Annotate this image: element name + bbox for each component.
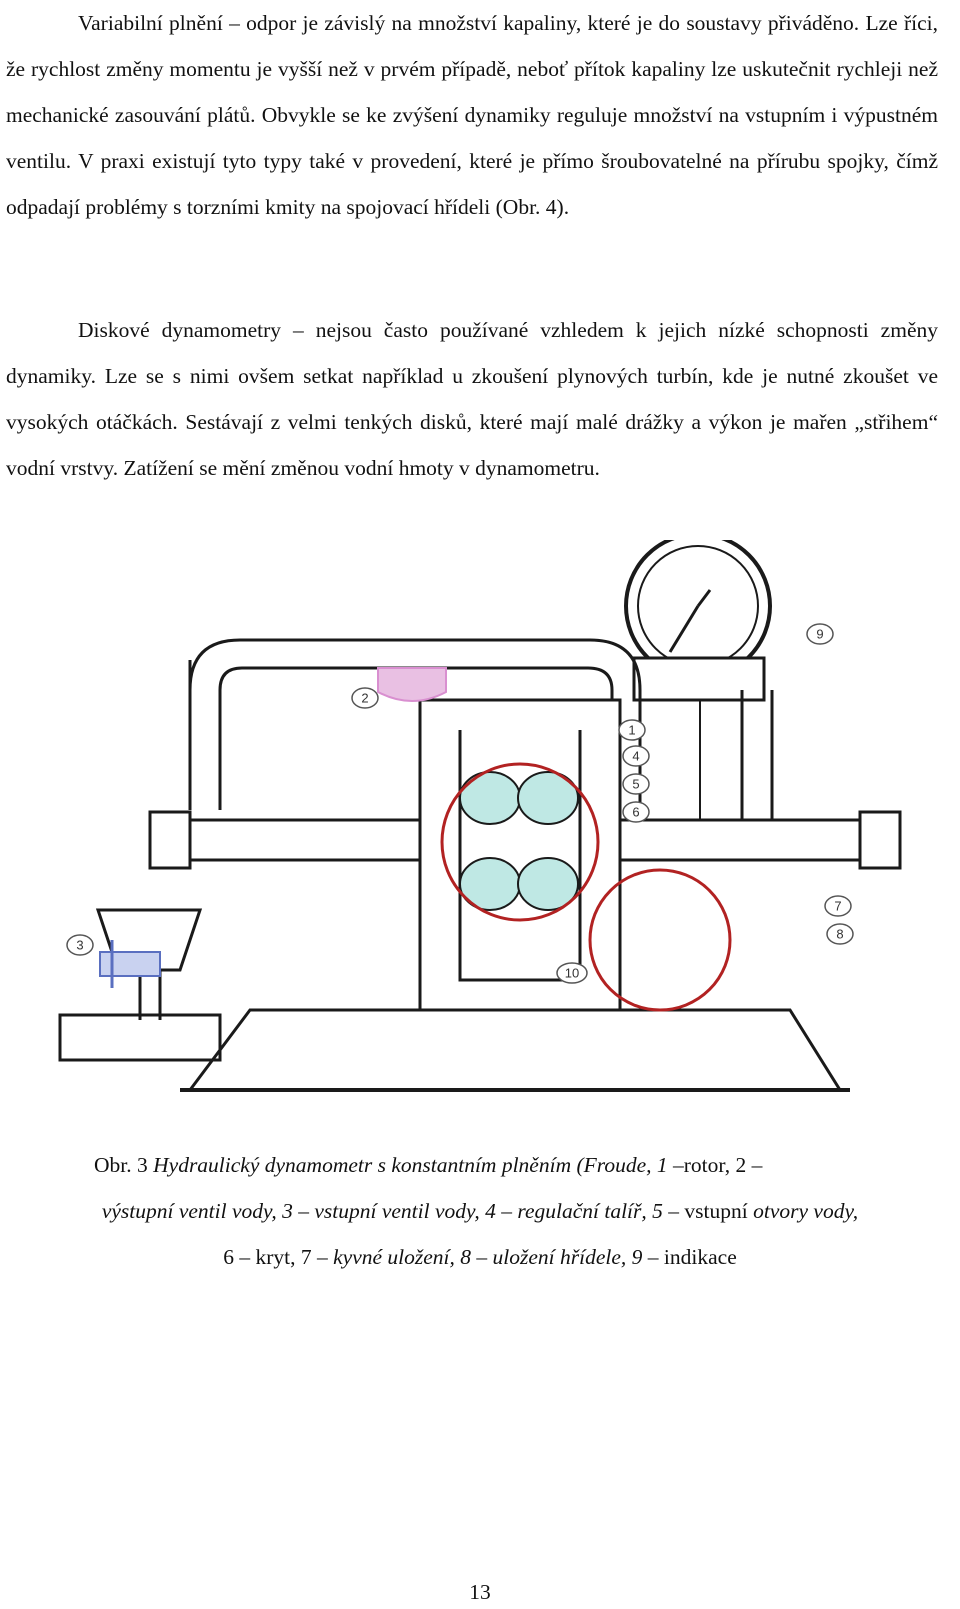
caption-text: kyvné uložení, 8 – uložení hřídele, 9 – [333,1245,659,1269]
caption-text: 6 – kryt, 7 – [223,1245,334,1269]
caption-text: rotor [683,1153,725,1177]
caption-text: , 2 – [724,1153,763,1177]
figure-label-6: 6 [632,805,639,820]
figure-label-5: 5 [632,777,639,792]
caption-text: výstupní ventil vody, 3 – vstupní ventil… [101,1199,680,1223]
figure-caption-line-1: Obr. 3 Hydraulický dynamometr s konstant… [0,1142,960,1188]
caption-text: vstupní [679,1199,748,1223]
figure-label-8: 8 [836,927,843,942]
figure-label-2: 2 [361,691,368,706]
dynamometer-drawing: 1 2 3 4 5 6 7 8 9 10 [58,540,902,1092]
caption-text: indikace [658,1245,737,1269]
figure-label-7: 7 [834,899,841,914]
caption-figure-number: Obr. 3 [94,1153,154,1177]
figure-label-1: 1 [628,723,635,738]
figure-caption-line-2: výstupní ventil vody, 3 – vstupní ventil… [0,1188,960,1234]
figure-label-4: 4 [632,749,639,764]
caption-text: Hydraulický dynamometr s konstantním pln… [153,1153,684,1177]
figure-label-9: 9 [816,627,823,642]
figure-label-3: 3 [76,938,83,953]
figure-caption-line-3: 6 – kryt, 7 – kyvné uložení, 8 – uložení… [0,1234,960,1280]
paragraph-variable-filling: Variabilní plnění – odpor je závislý na … [6,11,938,219]
page-number: 13 [469,1580,491,1604]
figure-label-10: 10 [565,966,579,981]
paragraph-disc-dynamometers: Diskové dynamometry – nejsou často použí… [6,318,938,480]
caption-text: otvory vody, [747,1199,859,1223]
